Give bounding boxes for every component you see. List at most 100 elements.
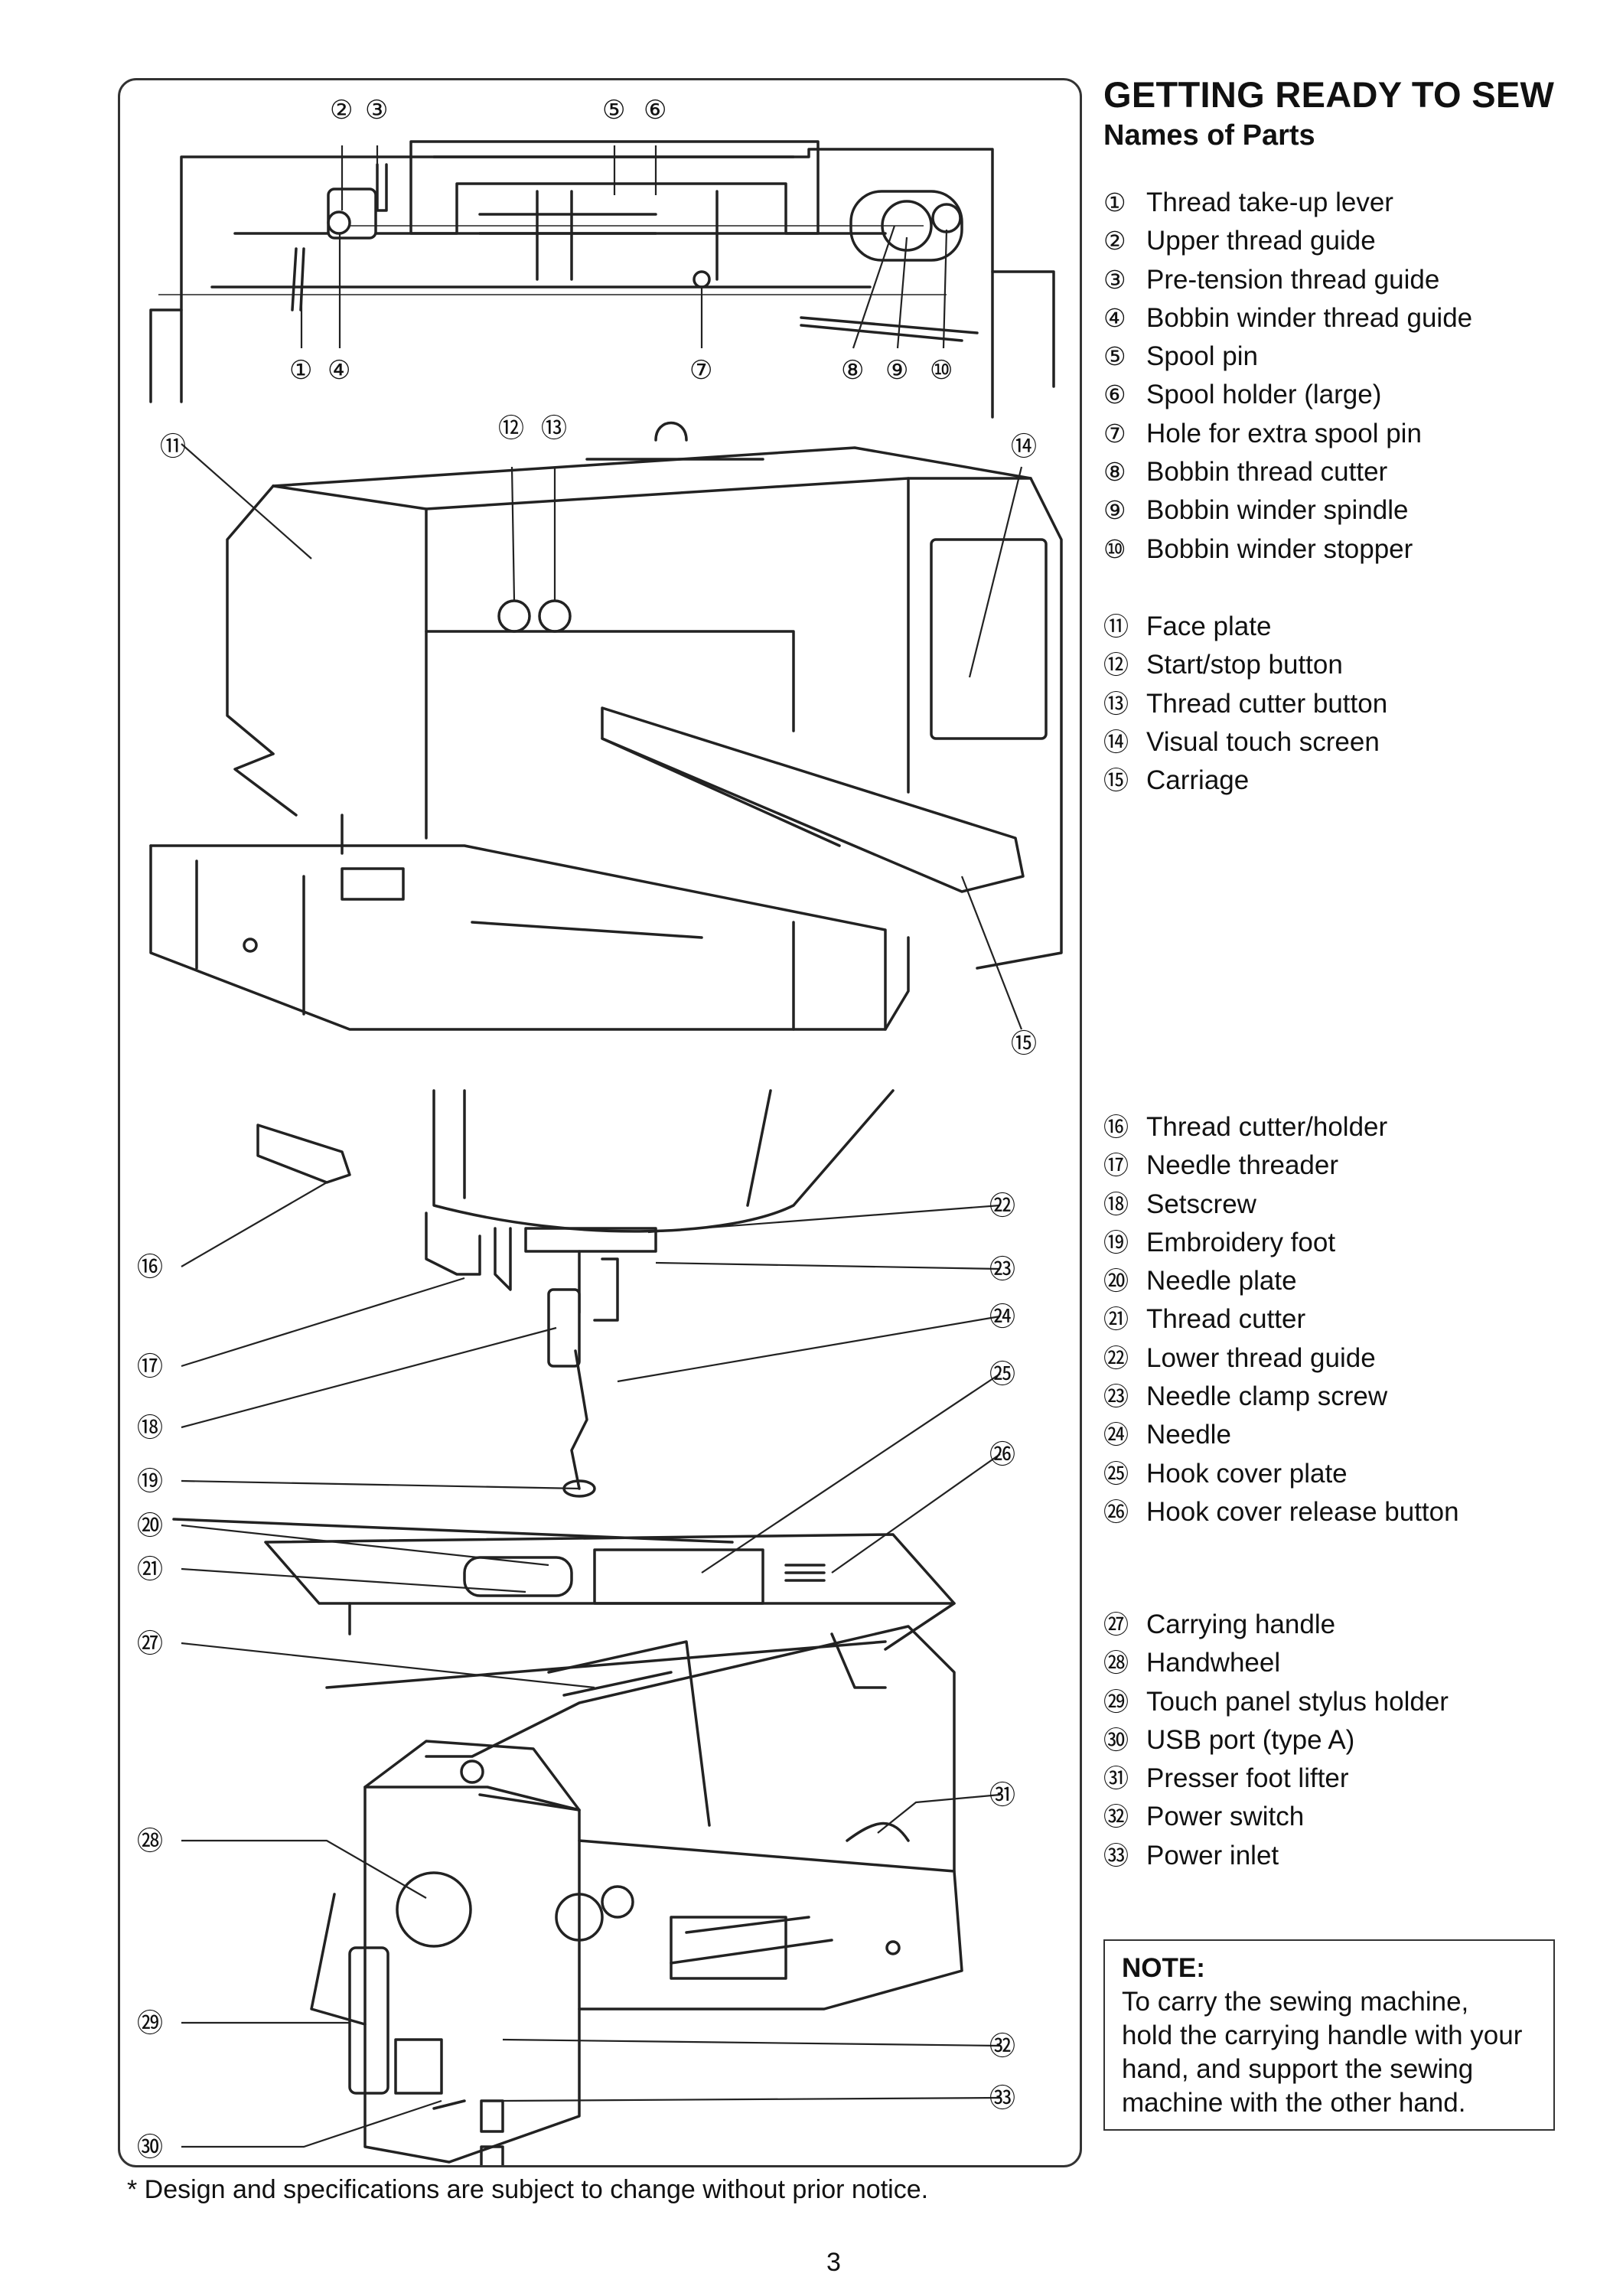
item-label: Thread cutter/holder	[1146, 1112, 1388, 1142]
item-number: ㉚	[1103, 1724, 1129, 1755]
callout-17: ⑰	[137, 1352, 163, 1382]
item-label: Spool pin	[1146, 341, 1258, 372]
item-number: ⑯	[1103, 1112, 1129, 1142]
list-item: ㉚ USB port (type A)	[1103, 1721, 1449, 1760]
item-number: ㉝	[1103, 1840, 1129, 1870]
list-item: ⑥ Spool holder (large)	[1103, 376, 1472, 414]
item-label: Hook cover release button	[1146, 1496, 1459, 1527]
item-number: ㉘	[1103, 1648, 1129, 1678]
top-view-drawing	[149, 140, 1055, 419]
list-item: ㉔ Needle	[1103, 1416, 1459, 1454]
callout-6: ⑥	[644, 95, 666, 126]
callout-7: ⑦	[689, 355, 712, 386]
callout-32: ㉜	[989, 2031, 1015, 2062]
item-number: ㉛	[1103, 1763, 1129, 1794]
item-label: Thread cutter	[1146, 1304, 1306, 1335]
item-number: ⑥	[1103, 380, 1126, 410]
section-subtitle: Names of Parts	[1103, 119, 1315, 152]
note-body: To carry the sewing machine, hold the ca…	[1122, 1985, 1537, 2120]
item-number: ㉓	[1103, 1381, 1129, 1412]
item-number: ⑤	[1103, 341, 1126, 372]
item-number: ㉒	[1103, 1342, 1129, 1373]
item-number: ⑫	[1103, 650, 1129, 680]
item-number: ⑦	[1103, 418, 1126, 448]
callout-14: ⑭	[1011, 432, 1037, 462]
item-number: ㉗	[1103, 1609, 1129, 1639]
note-line: hand, and support the sewing	[1122, 2054, 1474, 2084]
item-label: Embroidery foot	[1146, 1227, 1336, 1257]
page-number: 3	[826, 2248, 841, 2277]
list-item: ㉝ Power inlet	[1103, 1837, 1449, 1875]
list-item: ⑱ Setscrew	[1103, 1186, 1459, 1224]
list-item: ㉓ Needle clamp screw	[1103, 1378, 1459, 1416]
footnote: * Design and specifications are subject …	[127, 2175, 929, 2204]
callout-15: ⑮	[1011, 1029, 1037, 1059]
item-label: Needle clamp screw	[1146, 1381, 1388, 1412]
item-label: USB port (type A)	[1146, 1724, 1355, 1755]
item-number: ㉕	[1103, 1458, 1129, 1489]
item-label: Needle plate	[1146, 1266, 1297, 1296]
item-label: Needle	[1146, 1420, 1231, 1450]
callout-10: ⑩	[930, 355, 953, 386]
callout-19: ⑲	[137, 1466, 163, 1497]
callout-11: ⑪	[160, 432, 186, 462]
list-item: ㉒ Lower thread guide	[1103, 1339, 1459, 1378]
illustration-panel: ② ③ ⑤ ⑥ ① ④ ⑦ ⑧ ⑨ ⑩ ⑪ ⑫ ⑬ ⑭ ⑮ ⑯ ⑰ ⑱ ⑲ ⑳ …	[118, 78, 1082, 2167]
needle-area-drawing	[172, 1089, 956, 1689]
diagram-callouts: ② ③ ⑤ ⑥ ① ④ ⑦ ⑧ ⑨ ⑩ ⑪ ⑫ ⑬ ⑭ ⑮ ⑯ ⑰ ⑱ ⑲ ⑳ …	[137, 95, 1037, 2163]
item-number: ㉙	[1103, 1686, 1129, 1717]
item-label: Lower thread guide	[1146, 1342, 1376, 1373]
callout-22: ㉒	[989, 1191, 1015, 1221]
item-number: ②	[1103, 226, 1126, 256]
note-title: NOTE:	[1122, 1953, 1205, 1983]
item-label: Setscrew	[1146, 1189, 1256, 1219]
item-label: Carriage	[1146, 765, 1250, 796]
note-line: To carry the sewing machine,	[1122, 1987, 1469, 2017]
item-number: ⑳	[1103, 1266, 1129, 1296]
callout-26: ㉖	[989, 1440, 1015, 1470]
callout-13: ⑬	[541, 413, 567, 444]
item-label: Pre-tension thread guide	[1146, 264, 1440, 295]
item-label: Face plate	[1146, 612, 1272, 641]
item-label: Hook cover plate	[1146, 1458, 1348, 1489]
list-item: ⑯ Thread cutter/holder	[1103, 1108, 1459, 1146]
list-item: ⑤ Spool pin	[1103, 338, 1472, 376]
item-number: ⑰	[1103, 1150, 1129, 1181]
callout-5: ⑤	[602, 95, 625, 126]
item-number: ⑧	[1103, 457, 1126, 488]
callout-31: ㉛	[989, 1780, 1015, 1811]
callout-28: ㉘	[137, 1826, 163, 1857]
item-number: ⑱	[1103, 1189, 1129, 1219]
item-number: ㉔	[1103, 1420, 1129, 1450]
item-label: Power inlet	[1146, 1840, 1279, 1870]
list-item: ② Upper thread guide	[1103, 222, 1472, 260]
callout-3: ③	[365, 95, 388, 126]
item-number: ⑩	[1103, 533, 1126, 564]
callout-25: ㉕	[989, 1359, 1015, 1390]
callout-27: ㉗	[137, 1629, 163, 1659]
callout-1: ①	[289, 355, 312, 386]
note-line: machine with the other hand.	[1122, 2088, 1466, 2118]
front-view-drawing	[149, 421, 1063, 1031]
callout-2: ②	[330, 95, 353, 126]
item-label: Upper thread guide	[1146, 226, 1376, 256]
callout-12: ⑫	[498, 413, 524, 444]
item-label: Visual touch screen	[1146, 726, 1380, 757]
item-label: Spool holder (large)	[1146, 380, 1382, 410]
item-label: Carrying handle	[1146, 1609, 1336, 1639]
callout-4: ④	[328, 355, 350, 386]
list-item: ㉕ Hook cover plate	[1103, 1455, 1459, 1493]
